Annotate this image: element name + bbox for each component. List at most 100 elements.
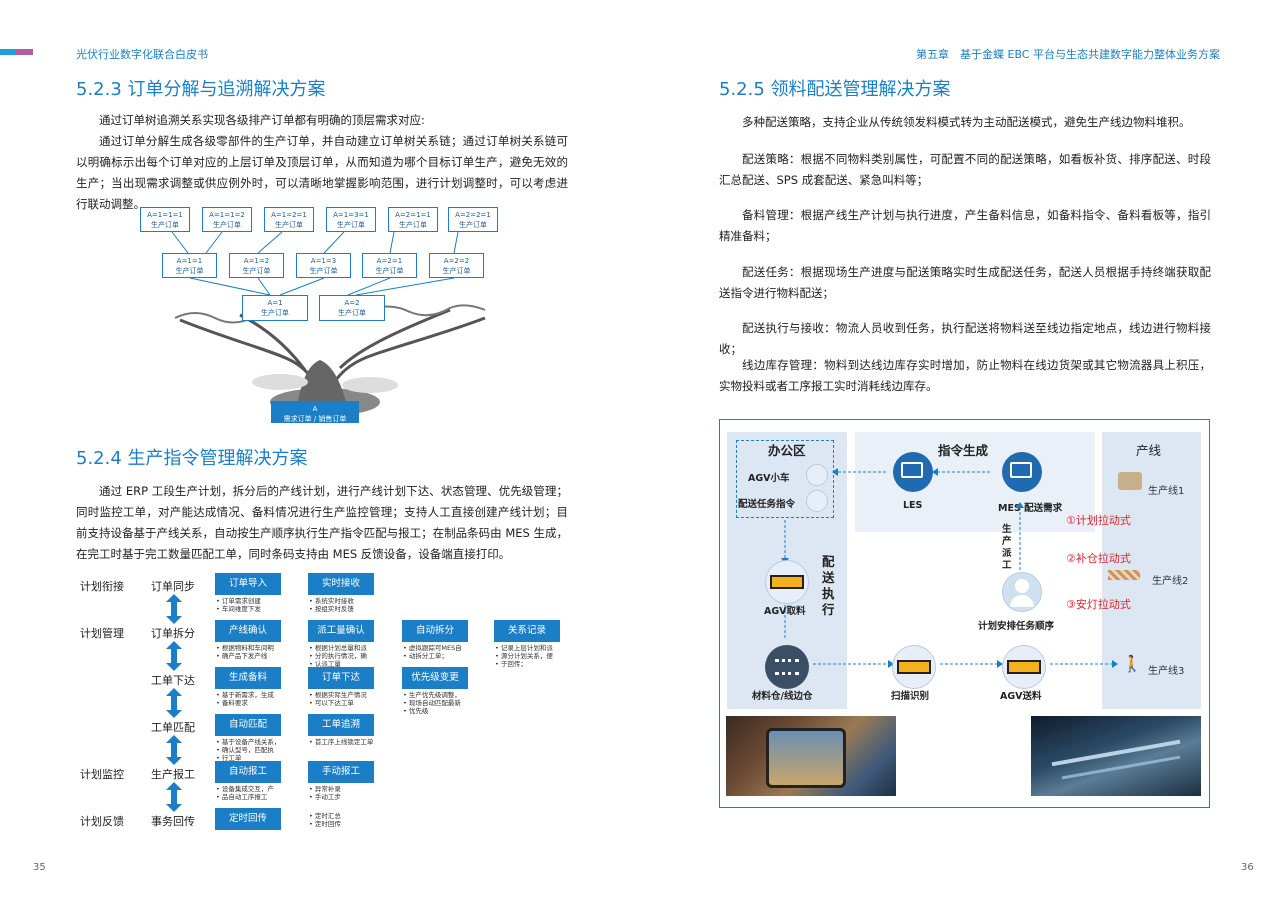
delivery-exec-label: 配送执行 — [822, 554, 835, 617]
production-dispatch-label: 生产派工 — [1002, 524, 1012, 571]
pull-mode-1: ①计划拉动式 — [1066, 514, 1131, 527]
step-label-2: 订单拆分 — [151, 627, 195, 640]
instruction-zone-title: 指令生成 — [938, 443, 989, 458]
plan-label: 计划安排任务顺序 — [978, 621, 1055, 632]
factory-aerial-photo — [1031, 716, 1201, 796]
material-delivery-diagram: 办公区 指令生成 产线 AGV小车 配送任务指令 LES MES 配送需求 — [719, 419, 1210, 808]
delivery-cmd-label: 配送任务指令 — [738, 499, 796, 510]
section-5-2-4-body: 通过 ERP 工段生产计划，拆分后的产线计划，进行产线计划下达、状态管理、优先级… — [76, 484, 568, 561]
line3-person-icon: 🚶 — [1122, 654, 1142, 673]
production-instruction-flowchart: 计划衔接 计划管理 计划监控 计划反馈 订单同步 订单拆分 工单下达 工单匹配 … — [76, 570, 576, 835]
office-dashed-box — [736, 440, 834, 518]
line1-icon — [1118, 472, 1142, 490]
box-relation-record: 关系记录 — [494, 620, 560, 642]
note-order-release: 根据实际生产情况可以下达工单 — [309, 691, 367, 707]
step-arrows — [166, 594, 182, 812]
note-auto-split: 虚拟跟踪可MES自动拆分工单； — [403, 644, 462, 660]
scan-label: 扫描识别 — [891, 691, 930, 702]
header-accent-bar — [0, 49, 15, 55]
document-icon — [806, 490, 828, 512]
note-timed-return: 定时汇总定时回传 — [309, 812, 341, 828]
note-order-trace: 首工序上线锁定工单 — [309, 738, 374, 746]
section-title-5-2-4: 5.2.4 生产指令管理解决方案 — [76, 448, 308, 469]
box-line-confirm: 产线确认 — [215, 620, 281, 642]
box-priority-change: 优先级变更 — [402, 667, 468, 689]
section-5-2-3-body: 通过订单分解生成各级零部件的生产订单，并自动建立订单树关系链；通过订单树关系链可… — [76, 134, 568, 211]
agv-send-icon — [1002, 645, 1046, 689]
box-generate-materials: 生成备料 — [215, 667, 281, 689]
note-relation-record: 记录上层计划和派源分计划关系，便于回传； — [495, 644, 553, 668]
box-manual-report: 手动报工 — [308, 761, 374, 783]
section-5-2-5-p5: 配送执行与接收：物流人员收到任务，执行配送将物料送至线边指定地点，线边进行物料接… — [719, 321, 1211, 356]
mes-monitor-icon — [1002, 452, 1042, 492]
box-auto-split: 自动拆分 — [402, 620, 468, 642]
agv-car-label: AGV小车 — [748, 473, 790, 484]
warehouse-ar-photo — [726, 716, 896, 796]
step-label-4: 工单匹配 — [151, 721, 195, 734]
section-5-2-5-p4: 配送任务：根据现场生产进度与配送策略实时生成配送任务，配送人员根据手持终端获取配… — [719, 265, 1211, 300]
box-timed-return: 定时回传 — [215, 808, 281, 830]
step-label-3: 工单下达 — [151, 674, 195, 687]
agv-pick-icon — [765, 560, 809, 604]
scan-icon — [892, 645, 936, 689]
section-5-2-5-p1: 多种配送策略，支持企业从传统领发料模式转为主动配送模式，避免生产线边物料堆积。 — [742, 115, 1191, 129]
box-dispatch-confirm: 派工量确认 — [308, 620, 374, 642]
box-auto-report: 自动报工 — [215, 761, 281, 783]
page-number-right: 36 — [1241, 862, 1254, 873]
les-label: LES — [903, 500, 923, 511]
note-line-confirm: 根据物料和车间明确产品下发产线 — [216, 644, 274, 660]
level-label-2: 计划管理 — [80, 627, 124, 640]
section-title-5-2-5: 5.2.5 领料配送管理解决方案 — [719, 79, 951, 100]
mes-label: MES 配送需求 — [998, 503, 1063, 514]
header-left-title: 光伏行业数字化联合白皮书 — [76, 48, 208, 61]
pull-mode-2: ②补仓拉动式 — [1066, 552, 1131, 565]
level-label-4: 计划反馈 — [80, 815, 124, 828]
line2-icon — [1108, 570, 1140, 580]
tree-connector-lines — [171, 231, 459, 296]
planner-avatar-icon — [1002, 572, 1042, 612]
les-monitor-icon — [893, 452, 933, 492]
box-order-trace: 工单追溯 — [308, 714, 374, 736]
note-priority-change: 生产优先级调整，现场自动匹配最新优先级 — [403, 691, 461, 715]
note-generate-materials: 基于新需求，生成备料要求 — [216, 691, 274, 707]
level-label-1: 计划衔接 — [80, 580, 124, 593]
note-auto-report: 设备集成交互，产品自动工序报工 — [216, 785, 274, 801]
section-5-2-3-intro: 通过订单树追溯关系实现各级排产订单都有明确的顶层需求对应: — [99, 113, 425, 127]
section-5-2-5-p6: 线边库存管理：物料到达线边库存实时增加，防止物料在线边货架或其它物流器具上积压，… — [719, 358, 1211, 393]
box-order-release: 订单下达 — [308, 667, 374, 689]
note-manual-report: 异常补录手动工步 — [309, 785, 341, 801]
box-order-import: 订单导入 — [215, 573, 281, 595]
flow-arrows — [781, 468, 1118, 668]
agv-pick-label: AGV取料 — [764, 606, 806, 617]
line3-label: 生产线3 — [1148, 666, 1185, 677]
note-auto-match: 基于设备产线关系，确认型号，匹配执行工单 — [216, 738, 281, 762]
step-label-6: 事务回传 — [151, 815, 195, 828]
note-order-import: 订单需求创建车间维度下发 — [216, 597, 261, 613]
box-realtime-receive: 实时接收 — [308, 573, 374, 595]
header-right-title: 第五章 基于金蝶 EBC 平台与生态共建数字能力整体业务方案 — [916, 48, 1220, 61]
line1-label: 生产线1 — [1148, 486, 1185, 497]
monitor-small-icon — [806, 464, 828, 486]
note-dispatch-confirm: 根据计划总量和派分的执行情况，确认派工量 — [309, 644, 367, 668]
pull-mode-3: ③安灯拉动式 — [1066, 598, 1131, 611]
box-auto-match: 自动匹配 — [215, 714, 281, 736]
page-number-left: 35 — [33, 862, 46, 873]
warehouse-icon — [765, 645, 809, 689]
warehouse-label: 材料仓/线边仓 — [752, 691, 813, 702]
note-realtime-receive: 系统实时接收按组实时反馈 — [309, 597, 354, 613]
header-accent-bar-2 — [15, 49, 33, 55]
